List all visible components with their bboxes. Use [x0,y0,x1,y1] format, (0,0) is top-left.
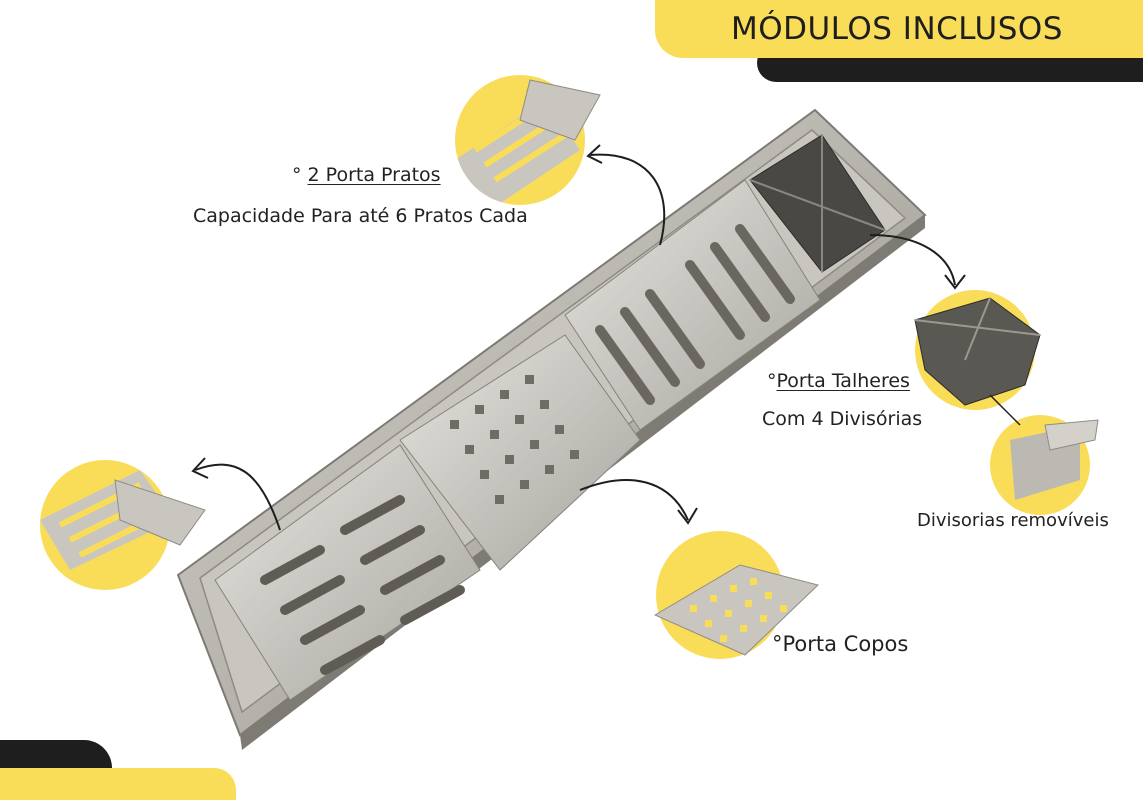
title-band: MÓDULOS INCLUSOS [655,0,1143,58]
page-title: MÓDULOS INCLUSOS [731,11,1063,47]
callout-dish-rack-top [455,75,601,205]
porta-talheres-desc: Com 4 Divisórias [762,408,923,430]
callout-arrows [191,144,966,531]
divisorias-label: Divisorias removíveis [917,510,1109,531]
porta-copos-label: °Porta Copos [772,632,909,656]
porta-pratos-label: ° 2 Porta Pratos [292,164,441,186]
dish-rack-right [564,179,821,431]
glass-tray [399,334,641,571]
bullet: ° [292,164,308,186]
porta-talheres-label: °Porta Talheres [767,370,910,392]
dish-rack-left [214,444,481,701]
callout-glass-tray [653,531,819,659]
cutlery-tray [176,108,927,750]
cutlery-compartment [749,134,886,273]
porta-pratos-desc: Capacidade Para até 6 Pratos Cada [193,205,528,227]
callout-cutlery-cup [914,290,1041,410]
callout-removable-divider [989,394,1099,515]
porta-pratos-name: 2 Porta Pratos [307,164,441,186]
corner-band [0,768,236,800]
callout-dish-rack-left [40,460,206,590]
bullet: ° [767,370,777,392]
porta-talheres-name: Porta Talheres [776,370,910,392]
